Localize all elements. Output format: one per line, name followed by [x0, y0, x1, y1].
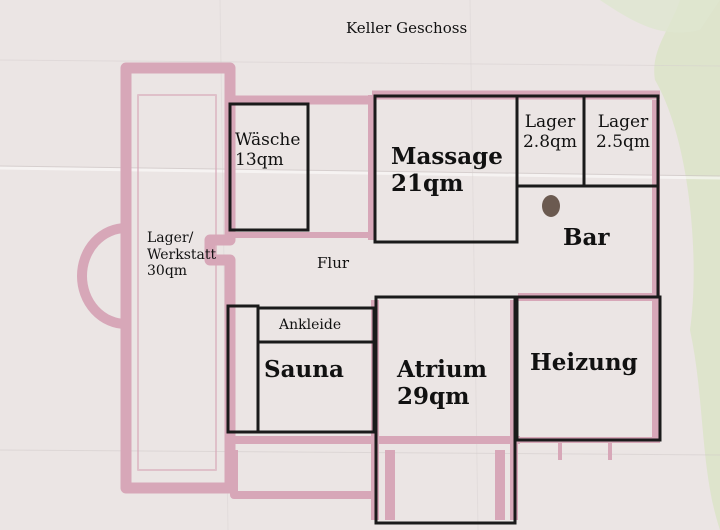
- hole: [542, 195, 560, 217]
- room-outlines: [226, 94, 662, 525]
- room-side-outline: [226, 304, 260, 434]
- room-lager-2: Lager 2.5qm: [590, 112, 656, 152]
- room-sauna: Sauna: [264, 356, 344, 383]
- room-lager-werkstatt: Lager/ Werkstatt 30qm: [147, 230, 216, 280]
- room-area: 13qm: [235, 150, 284, 171]
- room-name: Wäsche: [235, 130, 301, 150]
- room-name: Atrium: [397, 356, 487, 383]
- room-name: Lager: [524, 112, 576, 132]
- room-area: 2.8qm: [522, 132, 578, 153]
- room-waesche-outline: [228, 102, 310, 232]
- plan-title: Keller Geschoss: [346, 19, 468, 37]
- room-name: Lager: [597, 112, 649, 132]
- green-stain-top: [600, 0, 720, 33]
- room-lager-1: Lager 2.8qm: [519, 112, 581, 152]
- room-bar: Bar: [563, 224, 610, 251]
- room-area: 21qm: [391, 170, 464, 198]
- room-area: 2.5qm: [595, 132, 651, 153]
- room-area: 29qm: [397, 383, 470, 411]
- room-area: 30qm: [147, 263, 188, 280]
- room-atrium: Atrium 29qm: [397, 356, 487, 410]
- room-heizung-outline: [515, 295, 662, 442]
- room-name: Lager/ Werkstatt: [147, 230, 217, 263]
- room-heizung: Heizung: [530, 349, 638, 376]
- room-ankleide: Ankleide: [279, 317, 342, 333]
- room-massage: Massage 21qm: [391, 143, 503, 197]
- green-stain: [654, 0, 720, 530]
- room-flur: Flur: [317, 254, 350, 272]
- room-waesche: Wäsche 13qm: [235, 130, 300, 170]
- room-atrium-outline: [374, 295, 517, 525]
- room-name: Massage: [391, 143, 503, 170]
